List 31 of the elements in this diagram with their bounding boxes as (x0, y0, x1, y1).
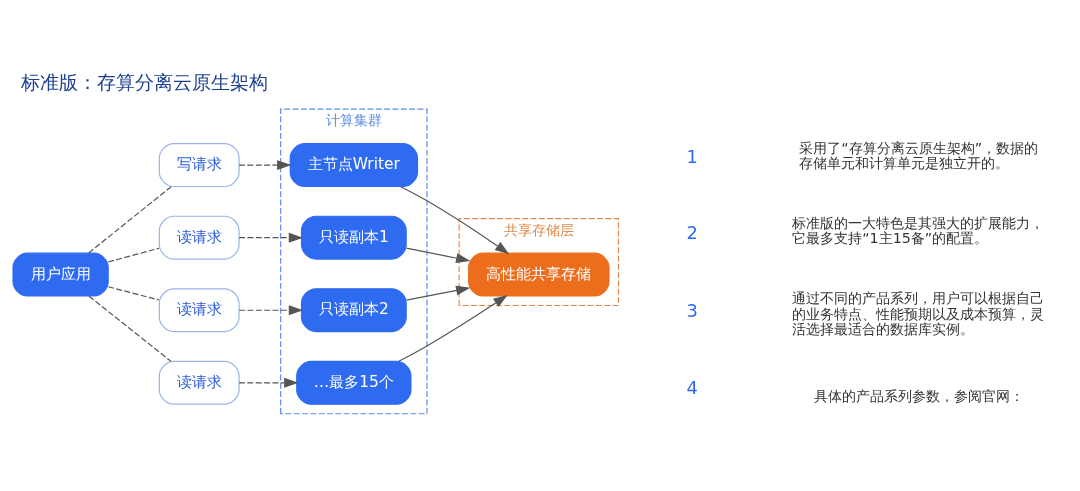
label: 2 (686, 221, 698, 243)
node-box: 读请求 (158, 215, 240, 260)
node-box: 写请求 (158, 142, 240, 187)
label: 标准版的一大特色是其强大的扩展能力，它最多支持“1主15备”的配置。 (792, 214, 1045, 246)
node-box: 读请求 (158, 287, 240, 332)
node-box: 高性能共享存储 (468, 252, 610, 297)
label: 4 (686, 376, 698, 398)
node-box: 只读副本2 (300, 287, 407, 332)
arrow (238, 232, 304, 243)
node-box: 用户应用 (12, 252, 109, 297)
label: 通过不同的产品系列，用户可以根据自己的业务特点、性能预期以及成本预算，灵活选择最适合的数据库实例。 (792, 289, 1045, 337)
label: 1 (686, 145, 698, 167)
connector (107, 247, 160, 263)
arrow (238, 304, 304, 315)
node-box: 只读副本1 (300, 215, 407, 260)
label: 具体的产品系列参数，参阅官网： (813, 387, 1024, 404)
node-box: 读请求 (158, 360, 240, 405)
connector (107, 285, 160, 301)
arrow (400, 185, 510, 254)
arrow (238, 377, 299, 388)
label: 3 (686, 299, 698, 321)
diagram-title: 标准版：存算分离云原生架构 (20, 70, 268, 93)
label: 采用了“存算分离云原生架构”，数据的存储单元和计算单元是独立开的。 (799, 139, 1039, 171)
arrow (238, 159, 292, 170)
connector (88, 295, 172, 362)
node-box: …最多15个 (296, 360, 412, 405)
arrow (405, 285, 471, 301)
arrow (405, 246, 471, 263)
arrow (398, 294, 508, 362)
node-box: 主节点Writer (289, 142, 419, 187)
connector (88, 185, 172, 253)
